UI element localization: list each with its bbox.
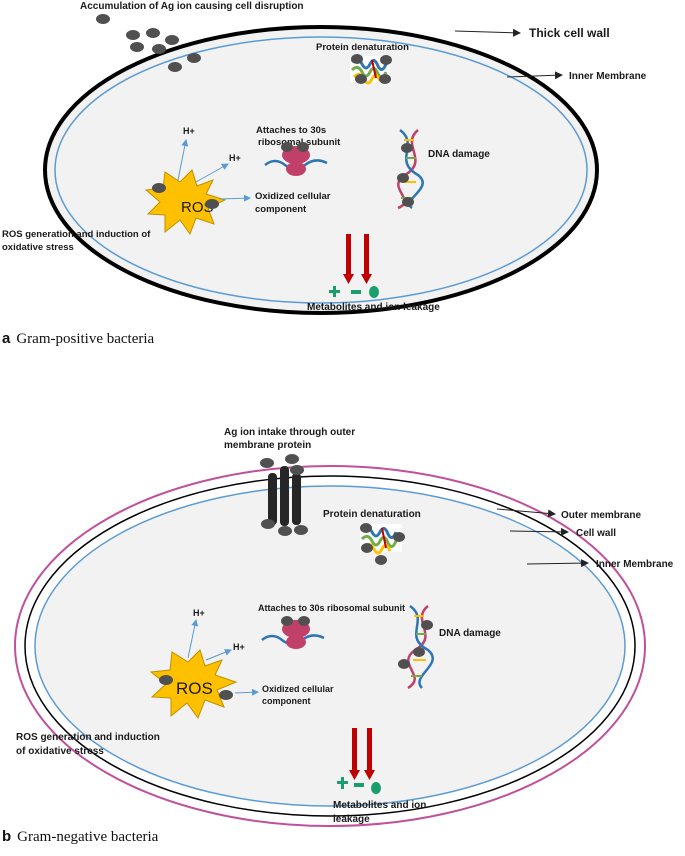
h-plus-arrow-b-2 — [205, 648, 232, 661]
ribosome-icon-b — [261, 616, 325, 649]
ros-generation-label-2: oxidative stress — [2, 242, 74, 253]
metabolites-label-b-2: leakage — [333, 814, 370, 825]
h-plus-label-b-1: H+ — [193, 608, 205, 618]
leakage-arrows — [343, 234, 372, 284]
ag-ion — [219, 690, 233, 700]
dna-helix-icon-b — [398, 604, 434, 690]
ion-symbols — [329, 286, 379, 298]
inner-membrane-b-arrow — [526, 559, 589, 568]
ag-ion — [159, 675, 173, 685]
thick-cell-wall — [43, 25, 599, 315]
thick-wall-arrow — [454, 28, 521, 37]
ag-ion — [152, 183, 166, 193]
inner-membrane-b-label: Inner Membrane — [596, 559, 674, 570]
inner-membrane-label: Inner Membrane — [569, 71, 647, 82]
outer-membrane-arrow — [496, 508, 556, 518]
leakage-arrows-b — [349, 728, 375, 780]
protein-label-b: Protein denaturation — [323, 509, 421, 520]
dna-helix-icon — [397, 129, 424, 210]
accumulation-label: Accumulation of Ag ion causing cell disr… — [80, 1, 304, 12]
metabolites-label-b-1: Metabolites and ion — [333, 800, 426, 811]
metabolites-label: Metabolites and ion leakage — [307, 302, 440, 313]
cell-wall-label: Cell wall — [576, 528, 616, 539]
oxidized-arrow — [219, 194, 251, 202]
oxidized-label-b-1: Oxidized cellular — [262, 684, 334, 694]
ros-star — [144, 169, 227, 236]
panel-b: Ag ion intake through outer membrane pro… — [14, 427, 674, 827]
ribosome-icon — [264, 142, 328, 176]
ros-generation-label-b-2: of oxidative stress — [16, 746, 104, 757]
ros-generation-label-1: ROS generation and induction of — [2, 229, 151, 240]
outer-membrane-porin — [260, 454, 308, 536]
panel-a-letter: a — [2, 330, 11, 347]
dna-label-b: DNA damage — [439, 628, 501, 639]
ros-star-b — [149, 649, 238, 720]
ribosome-label-2: ribosomal subunit — [258, 137, 341, 148]
h-plus-label-2: H+ — [229, 153, 241, 163]
ag-ion-cluster — [96, 14, 201, 72]
protein-icon — [350, 54, 392, 85]
oxidized-label-1: Oxidized cellular — [255, 191, 331, 202]
h-plus-arrow-1 — [177, 139, 189, 181]
panel-b-letter: b — [2, 828, 12, 845]
inner-membrane — [54, 36, 588, 304]
h-plus-arrow-b-1 — [187, 619, 199, 659]
ros-generation-label-b-1: ROS generation and induction — [16, 732, 160, 743]
protein-icon-b — [360, 523, 405, 565]
ag-ion — [205, 199, 219, 209]
h-plus-label-1: H+ — [183, 126, 195, 136]
inner-membrane-arrow — [506, 71, 563, 80]
h-plus-arrow-2 — [195, 163, 229, 183]
ribosome-label-b: Attaches to 30s ribosomal subunit — [258, 603, 405, 613]
inner-membrane-b — [34, 485, 626, 807]
outer-membrane-label: Outer membrane — [561, 510, 641, 521]
ion-symbols-b — [337, 777, 381, 794]
intake-label-1: Ag ion intake through outer — [224, 427, 355, 438]
cell-wall-arrow — [509, 527, 569, 536]
dna-label: DNA damage — [428, 149, 490, 160]
panel-a-caption: a Gram-positive bacteria — [2, 330, 154, 348]
panel-b-caption-text: Gram-negative bacteria — [17, 829, 159, 845]
panel-b-caption: b Gram-negative bacteria — [2, 828, 158, 846]
ribosome-label-1: Attaches to 30s — [256, 125, 326, 136]
h-plus-label-b-2: H+ — [233, 642, 245, 652]
ros-label-b: ROS — [176, 679, 213, 698]
panel-a: Accumulation of Ag ion causing cell disr… — [2, 1, 647, 315]
oxidized-label-2: component — [255, 204, 307, 215]
panel-a-caption-text: Gram-positive bacteria — [16, 331, 155, 347]
protein-label: Protein denaturation — [316, 42, 409, 53]
intake-label-2: membrane protein — [224, 440, 311, 451]
thick-wall-label: Thick cell wall — [529, 26, 610, 40]
oxidized-label-b-2: component — [262, 696, 311, 706]
oxidized-arrow-b — [234, 688, 259, 696]
